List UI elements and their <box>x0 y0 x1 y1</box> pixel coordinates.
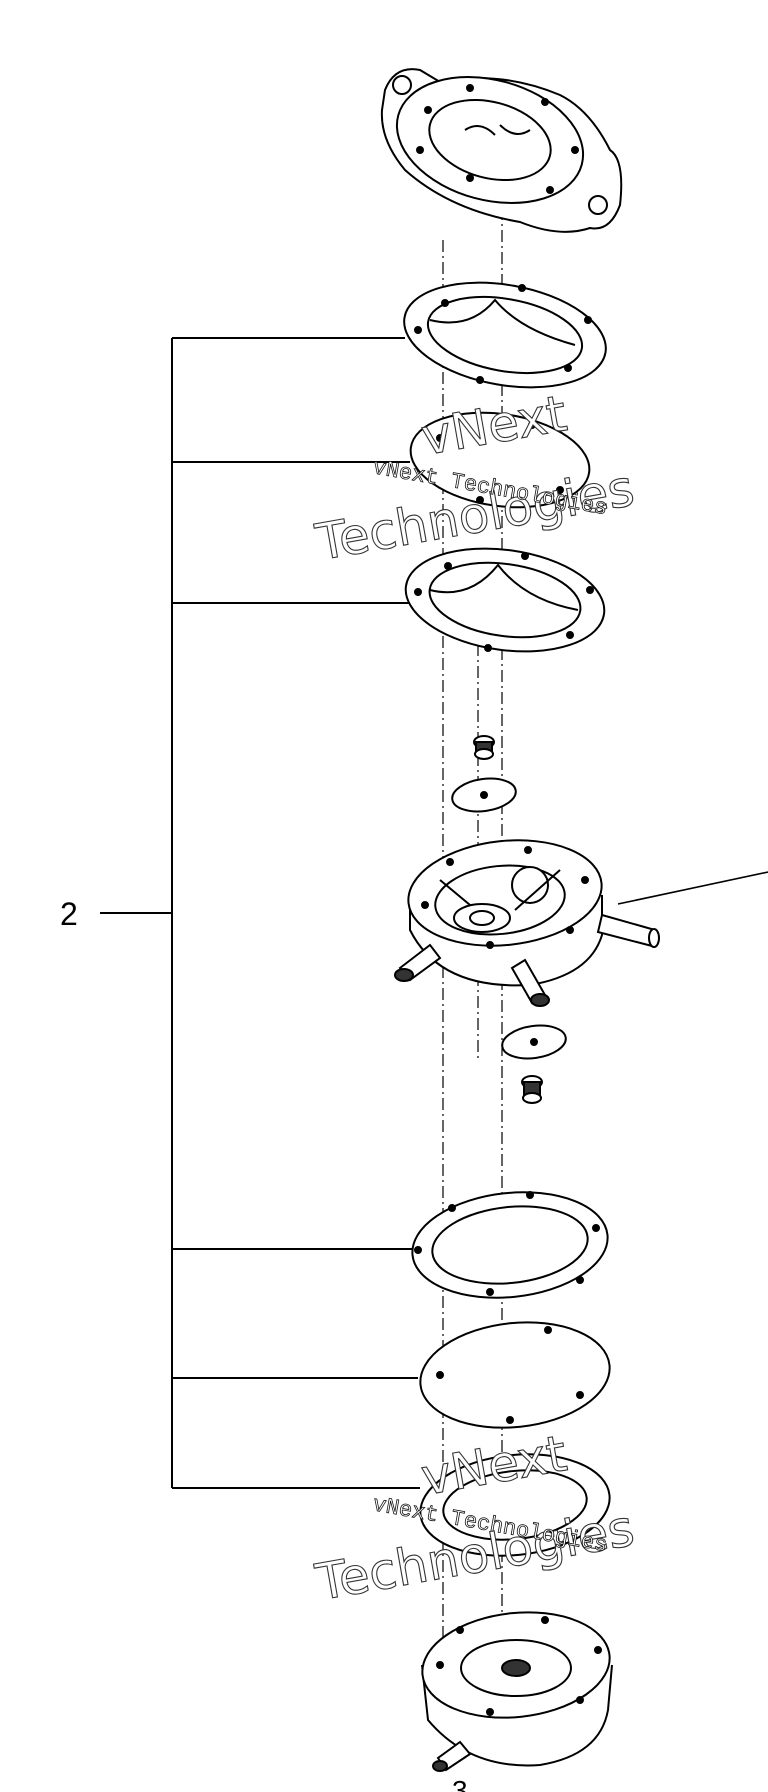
callout-label-2: 2 <box>60 896 78 932</box>
check-valve-screw-bottom <box>521 1075 543 1104</box>
gasket-lower-1 <box>411 1191 609 1299</box>
check-valve-disc-top <box>451 777 517 813</box>
gasket-upper-2 <box>404 547 606 653</box>
gasket-upper-1 <box>403 281 607 389</box>
check-valve-screw-top <box>473 735 495 760</box>
callout-label-3: 3 <box>452 1775 468 1792</box>
pump-base <box>421 1611 613 1772</box>
leader-line-right <box>617 871 768 905</box>
pump-body <box>394 839 660 1007</box>
watermark-upper: vNext Technologies vNext Technologies <box>310 384 638 573</box>
diaphragm-lower <box>419 1321 611 1429</box>
callout-bracket-2 <box>100 337 420 1489</box>
gasket-lower-2 <box>419 1453 611 1557</box>
diaphragm-upper <box>409 411 591 509</box>
check-valve-disc-bottom <box>501 1024 567 1060</box>
watermark-lower: vNext Technologies vNext Technologies <box>310 1424 638 1613</box>
pump-cover <box>380 68 623 233</box>
